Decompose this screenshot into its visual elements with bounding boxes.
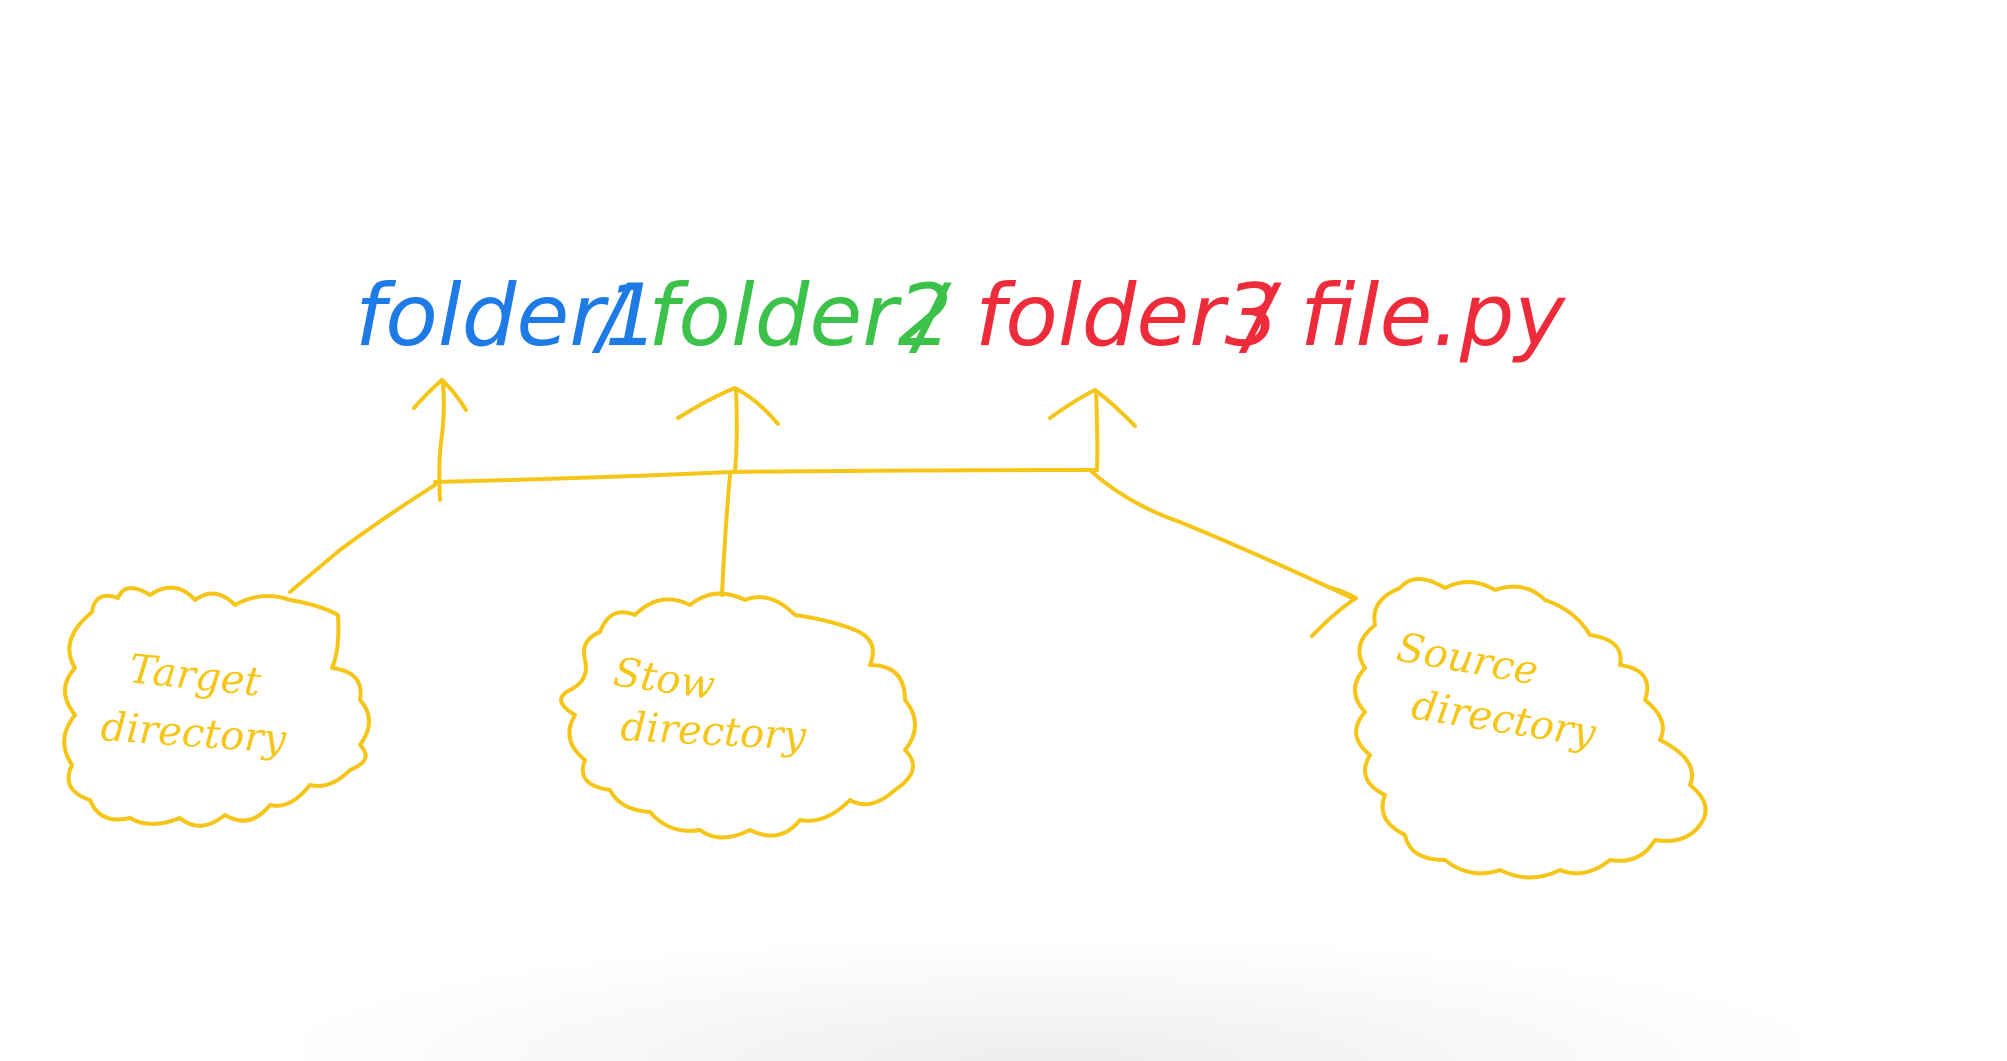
arrow-shaft-source [1090,470,1354,600]
arrow-head-source [1310,586,1358,638]
target-cloud-label-line2: directory [99,704,289,763]
arrow-head-folder1 [412,378,468,412]
stow-directory-cloud: Stow directory [559,591,917,840]
stow-cloud-outline [559,591,917,840]
stow-cloud-label-line1: Stow [611,649,718,709]
connector-to-target [288,483,437,594]
horizontal-connector [433,468,1097,484]
bottom-shadow [300,940,1800,1061]
target-cloud-outline [62,585,371,828]
arrow-shaft-folder3 [1094,390,1100,472]
source-cloud-label-line2: directory [1408,682,1600,757]
target-cloud-label-line1: Target [127,646,264,706]
target-directory-cloud: Target directory [62,585,371,828]
arrow-head-folder3 [1048,388,1137,428]
stow-cloud-label-line2: directory [619,704,808,760]
arrow-shaft-folder2 [733,388,739,472]
path-segment-folder2: folder2 [648,266,952,366]
connector-to-stow [720,473,732,597]
source-directory-cloud: Source directory [1353,577,1708,880]
connector-lines [288,378,1358,638]
source-cloud-outline [1353,577,1708,880]
arrow-shaft-folder1 [437,381,446,502]
path-segment-file: file.py [1300,266,1566,366]
arrow-head-folder2 [676,386,780,426]
path-text: folder1 / folder2 / folder3 / file.py [355,266,1566,366]
path-segment-folder3: folder3 [975,266,1279,366]
path-segment-folder1: folder1 [355,266,659,366]
